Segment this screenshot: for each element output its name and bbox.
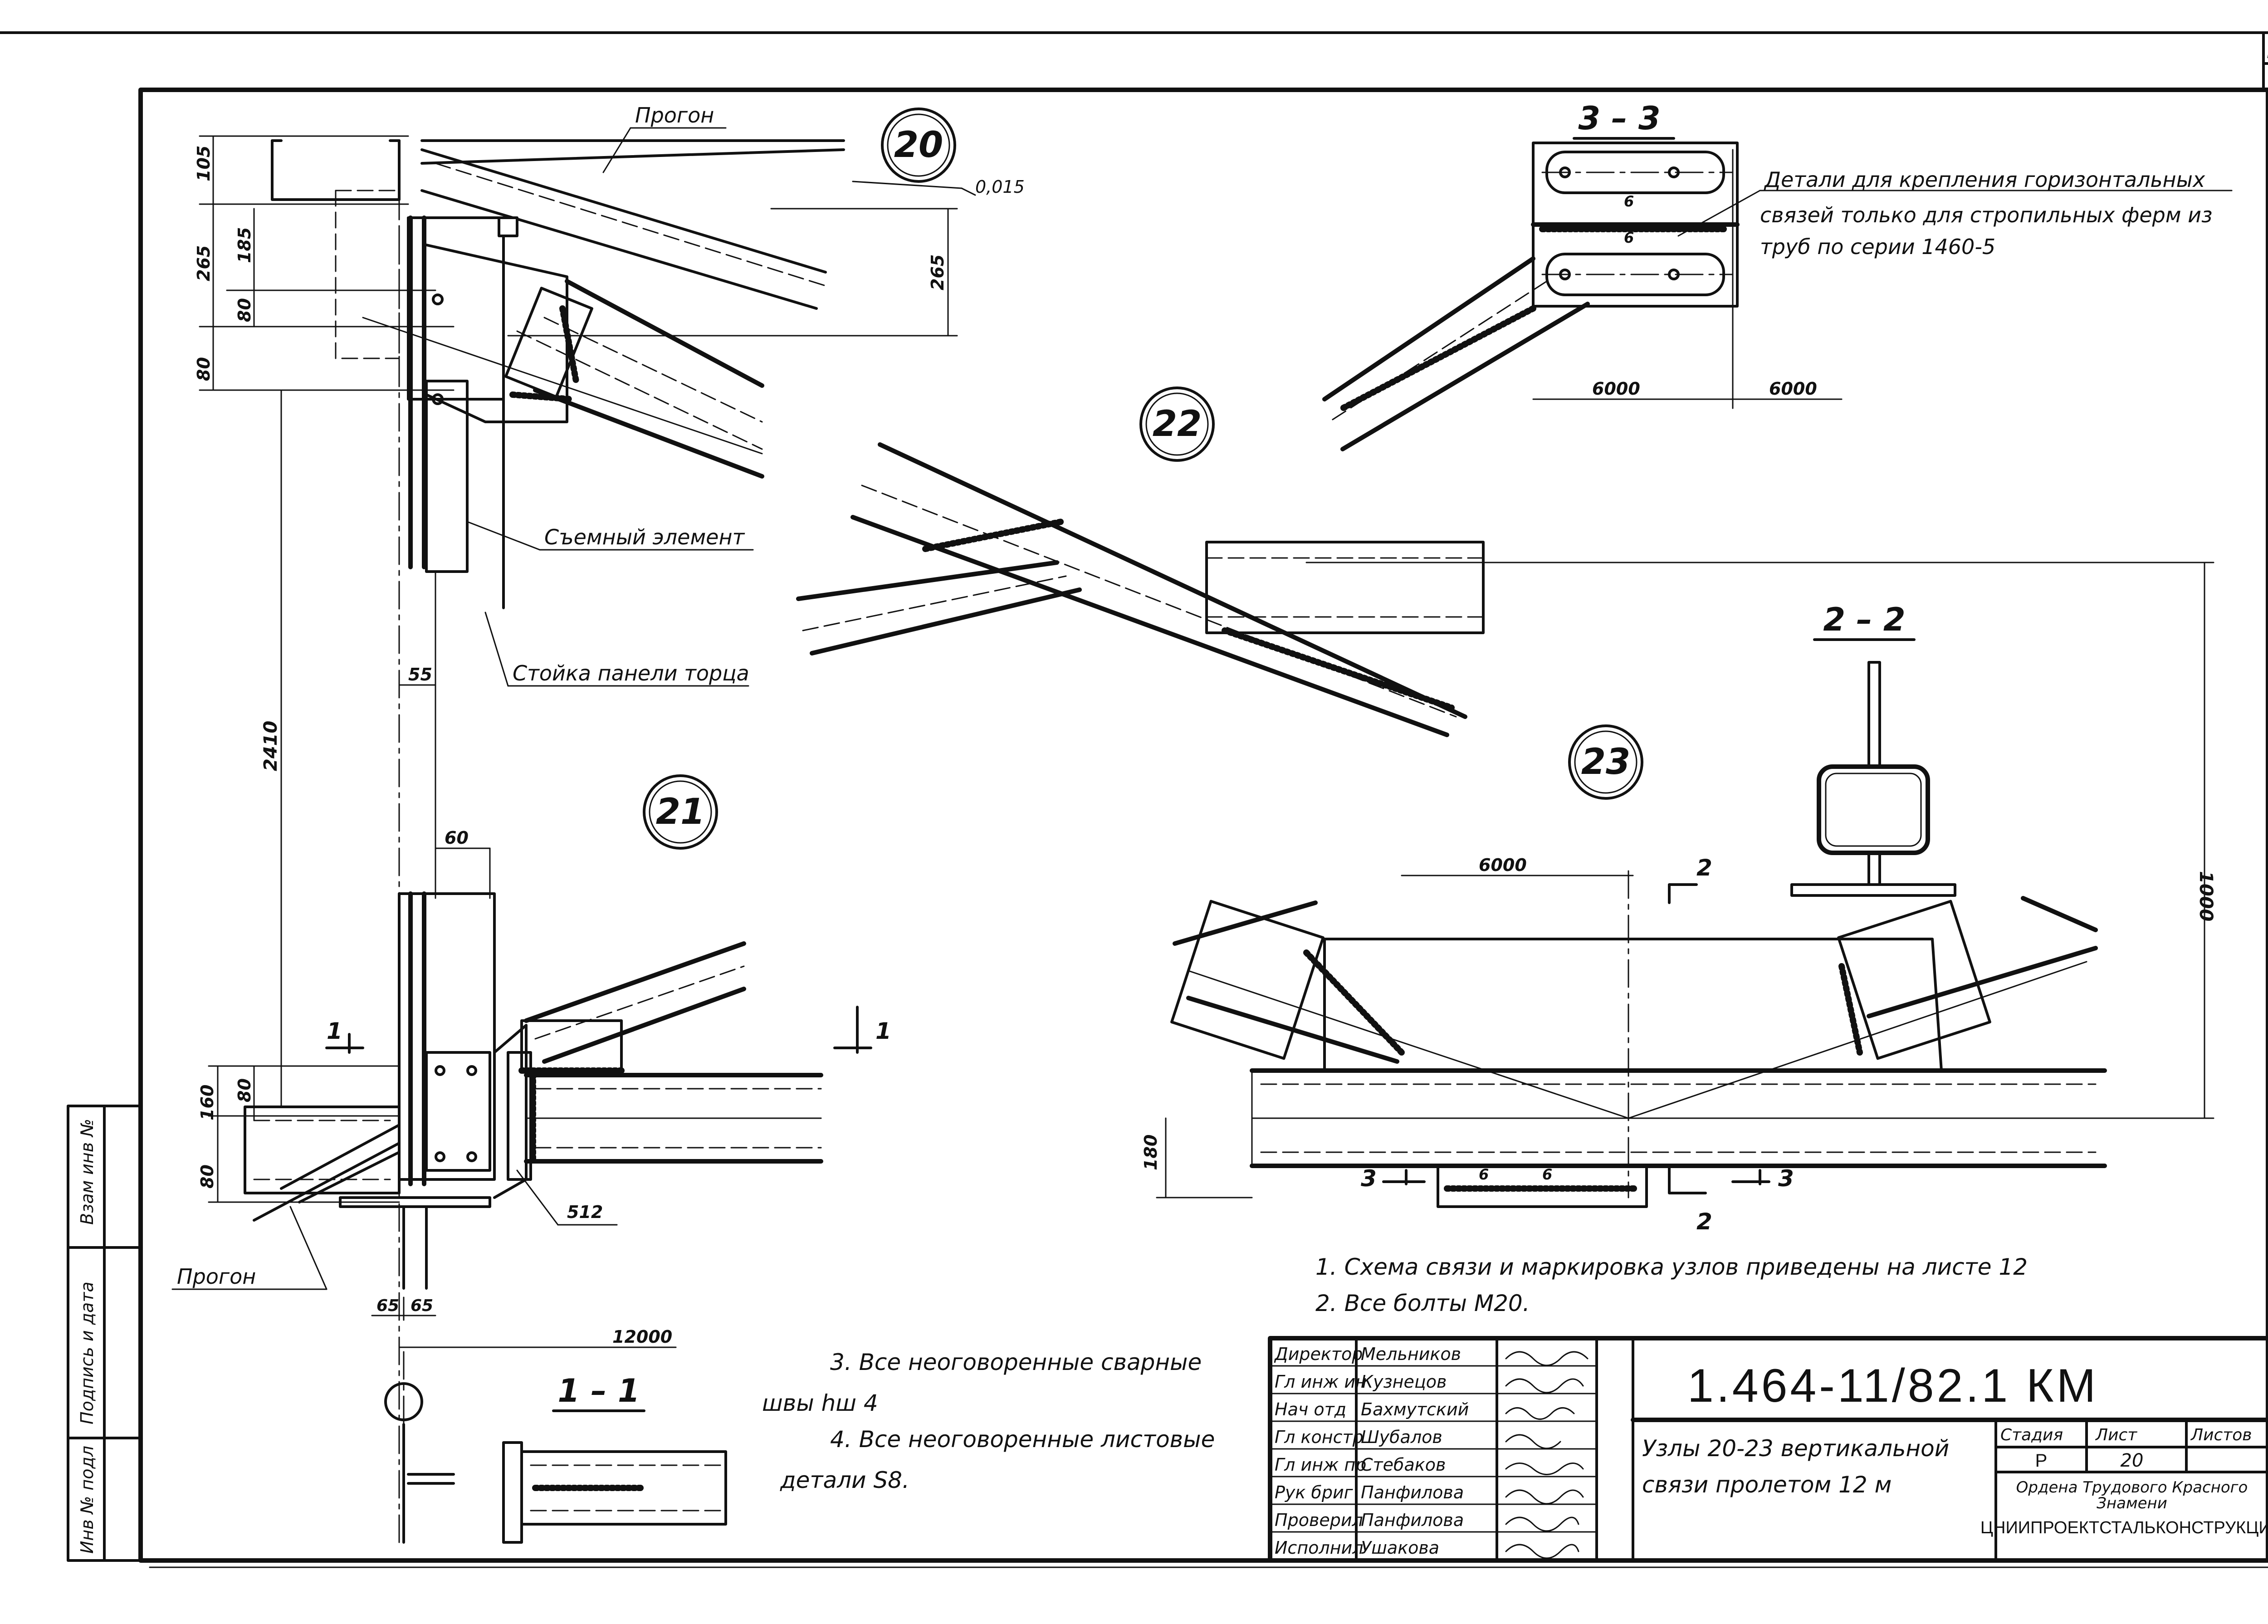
margin-label-replace: Взам инв № xyxy=(77,1119,97,1225)
section-1-1-dim-12000: 12000 xyxy=(612,1327,672,1347)
role-2: Нач отд xyxy=(1275,1399,1346,1419)
node-23-dim-180: 180 xyxy=(1141,1135,1161,1170)
name-0: Мельников xyxy=(1361,1344,1461,1364)
margin-label-inventory: Инв № подл xyxy=(77,1446,97,1554)
note-1: 1. Схема связи и маркировка узлов привед… xyxy=(1315,1254,2028,1280)
note-4b: детали S8. xyxy=(780,1467,909,1493)
node-23-section-mark-3-left: 3 xyxy=(1361,1165,1377,1192)
sheets-header: Листов xyxy=(2190,1426,2252,1444)
node-21-dim-160: 160 xyxy=(197,1085,217,1120)
node-23-section-mark-3-right: 3 xyxy=(1778,1165,1794,1192)
node-21-drawing: 21 60 1 1 xyxy=(171,774,891,1321)
role-7: Исполнил xyxy=(1275,1538,1364,1558)
role-5: Рук бриг xyxy=(1275,1482,1354,1502)
general-notes: 1. Схема связи и маркировка узлов привед… xyxy=(762,1254,2028,1493)
name-4: Стебаков xyxy=(1361,1455,1446,1475)
node-22-drawing: 22 xyxy=(796,386,2214,737)
role-1: Гл инж ин xyxy=(1275,1372,1367,1392)
node-23-dim-6a: 6 xyxy=(1479,1166,1489,1183)
section-3-3-note-line3: труб по серии 1460-5 xyxy=(1760,235,1995,259)
section-3-3-dim-6b: 6 xyxy=(1624,229,1634,246)
section-3-3-dim-6000b: 6000 xyxy=(1769,379,1817,399)
node-23-section-mark-2-bottom: 2 xyxy=(1696,1208,1712,1235)
node-21-dim-65a: 65 xyxy=(376,1296,399,1315)
org-line2: Знамени xyxy=(2097,1494,2167,1512)
section-1-1-title: 1 – 1 xyxy=(557,1372,640,1409)
node-20-end-post-label: Стойка панели торца xyxy=(513,661,749,685)
section-3-3-dim-6a: 6 xyxy=(1624,193,1634,210)
title-block-rows: Директор Гл инж ин Нач отд Гл констр Гл … xyxy=(1269,1344,1598,1559)
role-4: Гл инж пр xyxy=(1275,1455,1366,1475)
node-20-drawing: 20 Прогон 0,015 105 265 185 80 80 265 Съ… xyxy=(194,103,1025,1543)
name-6: Панфилова xyxy=(1361,1510,1464,1530)
section-3-3-note-line1: Детали для крепления горизонтальных xyxy=(1764,167,2205,192)
node-21-section-mark-right: 1 xyxy=(875,1018,891,1044)
node-23-dim-6b: 6 xyxy=(1542,1166,1552,1183)
role-3: Гл констр xyxy=(1275,1427,1364,1447)
title-block: Директор Гл инж ин Нач отд Гл констр Гл … xyxy=(1268,1336,2268,1563)
section-3-3-title: 3 – 3 xyxy=(1578,100,1660,137)
node-23-number: 23 xyxy=(1581,742,1631,783)
node-23-section-mark-2-top: 2 xyxy=(1696,855,1712,881)
name-2: Бахмутский xyxy=(1361,1399,1469,1419)
note-3a: 3. Все неоговоренные сварные xyxy=(830,1349,1202,1375)
name-3: Шубалов xyxy=(1361,1427,1442,1447)
section-2-2-title: 2 – 2 xyxy=(1823,601,1905,638)
node-21-progon-label: Прогон xyxy=(177,1264,256,1289)
margin-label-signature: Подпись и дата xyxy=(77,1282,97,1424)
stage-header: Стадия xyxy=(2000,1426,2063,1444)
drawing-code: 1.464-11/82.1 КМ xyxy=(1687,1360,2098,1412)
node-22-number: 22 xyxy=(1153,404,1202,445)
node-21-number: 21 xyxy=(656,792,705,832)
node-20-dim-2410: 2410 xyxy=(260,721,281,771)
node-20-dim-185: 185 xyxy=(235,227,254,263)
note-4a: 4. Все неоговоренные листовые xyxy=(830,1426,1215,1453)
name-5: Панфилова xyxy=(1361,1482,1464,1502)
drawing-description-line1: Узлы 20-23 вертикальной xyxy=(1642,1435,1949,1462)
section-1-1-drawing: 12000 1 – 1 xyxy=(384,1327,727,1544)
sheet-value: 20 xyxy=(2121,1450,2144,1471)
node-20-dim-265b: 265 xyxy=(928,254,948,290)
node-20-number: 20 xyxy=(894,125,943,166)
node-20-dim-80a: 80 xyxy=(235,298,254,322)
drawing-description-line2: связи пролетом 12 м xyxy=(1642,1472,1892,1498)
role-6: Проверил xyxy=(1275,1510,1363,1530)
node-20-dim-80b: 80 xyxy=(194,357,214,381)
node-20-dim-105: 105 xyxy=(194,146,214,181)
node-23-dim-6000: 6000 xyxy=(1479,855,1527,875)
section-3-3-dim-6000a: 6000 xyxy=(1592,379,1640,399)
org-line3: ЦНИИПРОЕКТСТАЛЬКОНСТРУКЦИЯ xyxy=(1980,1518,2268,1537)
sheet-number: 23 xyxy=(2267,32,2268,65)
node-21-plate-s12: 512 xyxy=(567,1202,603,1222)
node-23-dim-1000: 1000 xyxy=(2195,871,2216,921)
signature-scribbles xyxy=(1505,1351,1589,1559)
node-21-dim-65b: 65 xyxy=(411,1296,433,1315)
role-0: Директор xyxy=(1274,1344,1363,1364)
node-23-drawing: 23 6 6 6000 1000 180 2 xyxy=(1141,562,2216,1235)
name-7: Ушакова xyxy=(1361,1538,1439,1558)
node-20-dim-265a: 265 xyxy=(194,245,214,281)
section-3-3-note-line2: связей только для стропильных ферм из xyxy=(1760,203,2213,227)
name-1: Кузнецов xyxy=(1361,1372,1447,1392)
sheet-header: Лист xyxy=(2095,1426,2137,1444)
note-2: 2. Все болты М20. xyxy=(1315,1290,1530,1316)
section-3-3-drawing: 3 – 3 6 6 6000 6000 Детали для крепления… xyxy=(1322,100,2233,451)
node-21-dim-80b: 80 xyxy=(197,1164,217,1189)
node-20-slope: 0,015 xyxy=(975,177,1025,197)
margin-stamp: Взам инв № Подпись и дата Инв № подл xyxy=(67,1105,142,1562)
node-20-progon-label: Прогон xyxy=(635,103,714,127)
section-2-2-drawing: 2 – 2 xyxy=(1790,601,1956,897)
node-21-dim-60: 60 xyxy=(445,828,469,848)
org-line1: Ордена Трудового Красного xyxy=(2016,1478,2248,1497)
node-21-section-mark-left: 1 xyxy=(327,1018,342,1044)
node-20-removable-label: Съемный элемент xyxy=(544,525,745,549)
node-20-dim-55: 55 xyxy=(408,665,432,685)
node-21-dim-80a: 80 xyxy=(235,1078,254,1102)
stage-value: Р xyxy=(2035,1451,2048,1471)
sheet-frame: 23 xyxy=(0,31,2268,1568)
note-3b: швы hш 4 xyxy=(762,1390,878,1416)
